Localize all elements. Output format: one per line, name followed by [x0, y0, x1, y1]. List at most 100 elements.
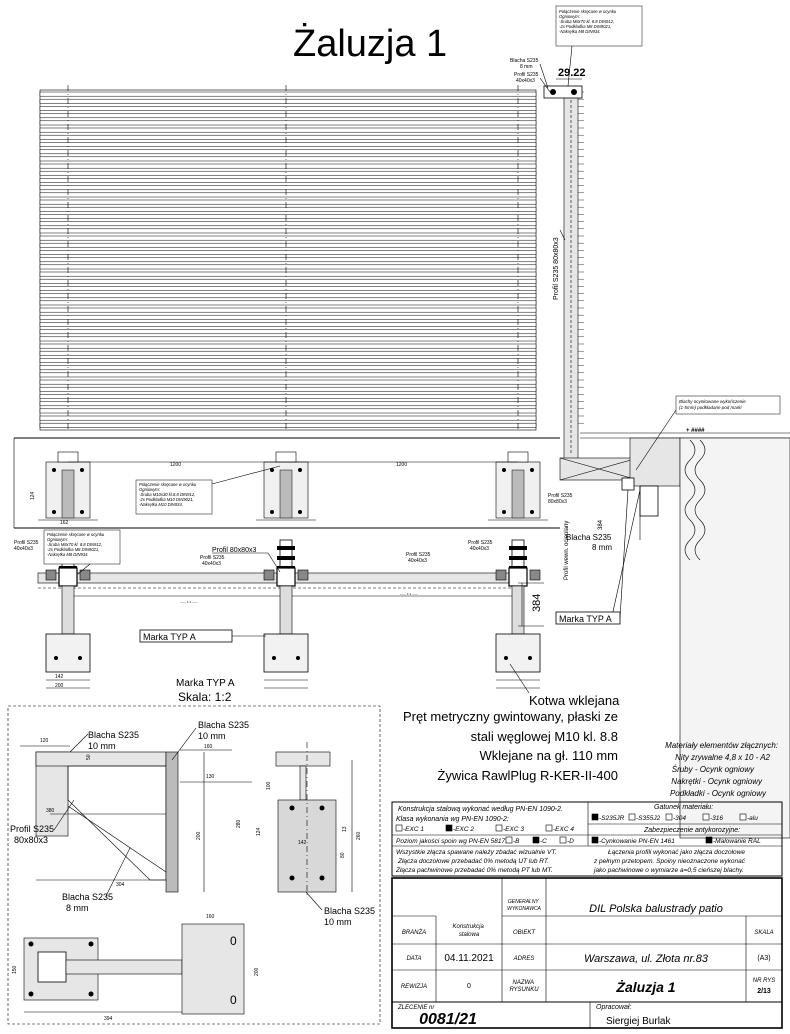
plan-bolt: [277, 546, 295, 550]
louvre-slat: [39, 149, 537, 155]
plan-base-bolt: [78, 656, 82, 660]
plan-base-bolt: [528, 656, 532, 660]
detail-lbl-blacha8-1: Blacha S235: [62, 892, 113, 902]
detail-d200b: 200: [254, 967, 260, 976]
note-mid: Połączenie skręcane w ocynku Ogniowym: -…: [139, 482, 197, 507]
lbl-profil-40-top-1: Profil S235: [514, 72, 539, 78]
plan-clip: [529, 569, 541, 581]
exc-checkbox[interactable]: [395, 824, 403, 832]
gatunek-option-label: -316: [710, 815, 723, 822]
plan-note-4: -2x Podkładka M8 DIN9021,: [47, 547, 99, 552]
poziom-checkbox[interactable]: [559, 836, 567, 844]
gatunek-checkbox[interactable]: [628, 813, 636, 821]
tb-gen-label: GENERALNY WYKONAWCA: [507, 899, 541, 912]
plan-lbl-40-mid-1: Profil S235: [200, 555, 225, 561]
exc-checkbox[interactable]: [495, 824, 503, 832]
louvre-slat: [39, 257, 537, 263]
detail-d304: 304: [116, 882, 125, 888]
lbl-profil-s235-8080: Profil S235 80x80x3: [548, 493, 574, 505]
dim-1200-a: 1200: [170, 462, 181, 468]
plan-base-bolt: [54, 656, 58, 660]
zabezp-checkbox[interactable]: [705, 836, 713, 844]
plan-bolt: [277, 556, 295, 560]
tb-nazwa-value: Żaluzja 1: [615, 979, 675, 995]
poziom-option-label: -B: [513, 838, 520, 845]
gatunek-checkbox[interactable]: [739, 813, 747, 821]
plan-note-3: -Śruba M8x70 kl. 8.8 DIN912,: [47, 542, 102, 547]
detail-title: Marka TYP A: [176, 678, 235, 689]
detail-lbl-blacha10-bottom-2: 10 mm: [324, 917, 352, 927]
tb-data-value: 04.11.2021: [444, 953, 494, 964]
tb-nazwa-label-2: RYSUNKU: [509, 987, 539, 993]
spec-notes-left-1: Wszystkie złącza spawane należy zbadać w…: [396, 849, 557, 856]
note-top-2: Ogniowym:: [559, 14, 580, 19]
exc-checkbox[interactable]: [545, 824, 553, 832]
louvre-slat: [39, 228, 537, 234]
dim-124: 124: [30, 491, 36, 500]
detail-d280: 280: [236, 819, 242, 828]
note-top: Połączenie skręcane w ocynku Ogniowym: -…: [559, 9, 617, 34]
gatunek-checkbox[interactable]: [591, 813, 599, 821]
kotwa-text: Kotwa wklejana Pręt metryczny gwintowany…: [403, 663, 620, 783]
detail-d120: 120: [40, 738, 49, 744]
louvre-slat: [39, 322, 537, 327]
louvre-slat: [39, 307, 537, 313]
detail-lbl-blacha10-top-2: 10 mm: [198, 731, 226, 741]
detail-lbl-profil: Profil S235 80x80x3: [10, 824, 57, 845]
louvre-slat: [39, 286, 537, 291]
poziom-checkbox[interactable]: [532, 836, 540, 844]
tb-skala-label: SKALA: [754, 930, 773, 936]
zabezp-option-label: -Cynkowanie PN-EN 1461: [599, 838, 675, 845]
note-top-1: Połączenie skręcane w ocynku: [559, 9, 617, 14]
materials-title: Materiały elementów złącznych:: [665, 741, 778, 750]
louvre-slat: [39, 365, 537, 371]
louvre-slat: [39, 221, 537, 227]
plan-lbl-40-right-1: Profil S235: [468, 540, 493, 546]
bolt: [530, 510, 534, 514]
exc-option-label: -EXC 2: [453, 826, 474, 833]
lbl-profil-40-top: Profil S235 40x40x3: [514, 72, 540, 84]
tb-nazwa-label-1: NAZWA: [512, 980, 534, 986]
plan-view: —— 1:1 —— —— 1:1 —— Połączenie skręcane …: [14, 489, 629, 689]
louvre-slat: [39, 343, 537, 349]
spec-notes-right-2: z pełnym przetopem. Spoiny nieoznaczone …: [593, 858, 746, 865]
section-vertical-profile: 29.22 Blacha S235 8 mm Profil S235 40x40…: [510, 5, 643, 461]
bolt: [270, 468, 274, 472]
bolt: [502, 510, 506, 514]
plan-clip: [79, 569, 91, 581]
detail-lbl-blacha10-bottom-1: Blacha S235: [324, 906, 375, 916]
gatunek-checkbox[interactable]: [665, 813, 673, 821]
note-top-5: -Nakrętka M8 DIN934.: [559, 29, 601, 34]
spec-poziom: Poziom jakości spoin wg PN-EN 5817:: [396, 838, 507, 845]
lbl-blacha-top-2: 8 mm: [520, 64, 533, 70]
detail-o-mark-1: 0: [230, 934, 237, 948]
plan-lbl-40-mid2-1: Profil S235: [406, 552, 431, 558]
detail-lbl-blacha10-left: Blacha S235 10 mm: [88, 730, 142, 751]
bolt: [298, 510, 302, 514]
zabezp-checkbox[interactable]: [591, 836, 599, 844]
kotwa-line-3: Wklejane na gł. 110 mm: [480, 748, 619, 763]
zabezp-option-label: -Malowanie RAL: [713, 838, 761, 845]
louvre-slat: [39, 293, 537, 299]
louvre-slat: [39, 163, 537, 169]
spec-notes-right-1: Łączenia profili wykonać jako złącza doc…: [608, 849, 745, 856]
louvre-slat: [39, 314, 537, 320]
plan-leg: [61, 585, 75, 635]
tb-adres-value: Warszawa, ul. Złota nr.83: [584, 953, 709, 965]
note-mid-3: -Śruba M10x30 kl.8.8 DIN912,: [139, 492, 195, 497]
gatunek-checkbox[interactable]: [702, 813, 710, 821]
spec-line2: Klasa wykonania wg PN-EN 1090-2:: [396, 816, 509, 823]
bolt: [52, 510, 56, 514]
spec-gatunek-title: Gatunek materiału:: [654, 804, 713, 811]
exc-checkbox[interactable]: [445, 824, 453, 832]
plan-lbl-40-left: Profil S235 40x40x3: [14, 540, 40, 552]
tb-gen-label-1: GENERALNY: [508, 899, 540, 905]
drawing-title: Żaluzja 1: [293, 22, 447, 65]
plan-base-bolt: [272, 656, 276, 660]
poziom-checkbox[interactable]: [505, 836, 513, 844]
spec-line1: Konstrukcja stalową wykonać według PN-EN…: [398, 806, 563, 813]
detail-scale: Skala: 1:2: [178, 690, 232, 704]
louvre-slat: [39, 394, 537, 399]
spec-table: Konstrukcja stalową wykonać według PN-EN…: [391, 801, 783, 877]
lbl-profil-40-top-2: 40x40x3: [516, 78, 535, 84]
